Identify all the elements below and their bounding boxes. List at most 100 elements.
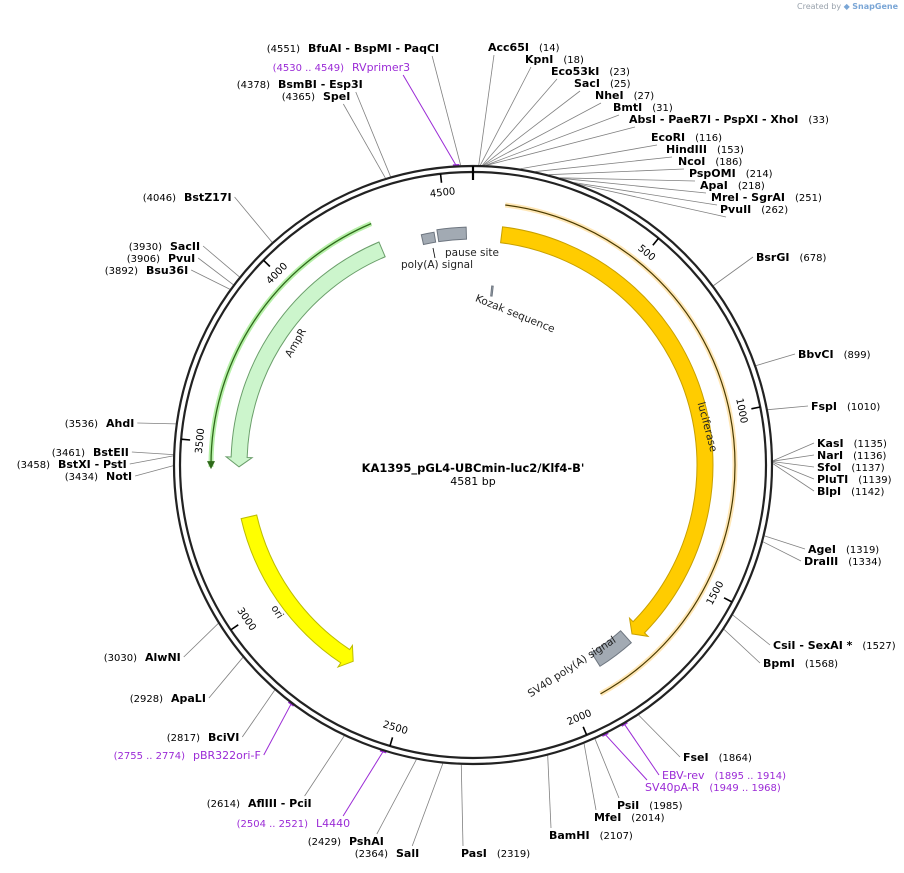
site-name: NotI	[106, 470, 132, 483]
leader-line	[208, 657, 244, 699]
enzyme-csii-sexai[interactable]: CsiI - SexAI *(1527)	[773, 639, 896, 652]
site-name: SV40pA-R	[645, 781, 700, 794]
feature-ampr[interactable]	[224, 241, 386, 468]
enzyme-mfei[interactable]: MfeI(2014)	[594, 811, 665, 824]
enzyme-blpi[interactable]: BlpI(1142)	[817, 485, 884, 498]
enzyme-psii[interactable]: PsiI(1985)	[617, 799, 683, 812]
enzyme-sacii[interactable]: (3930)SacII	[129, 240, 200, 253]
leader-line	[723, 629, 761, 664]
enzyme-agei[interactable]: AgeI(1319)	[808, 543, 879, 556]
site-position: (2755 .. 2774)	[114, 751, 186, 762]
site-position: (899)	[844, 350, 871, 361]
site-position: (2107)	[600, 831, 633, 842]
tick-label-4500: 4500	[429, 186, 456, 200]
primer-pbr322ori-f[interactable]: (2755 .. 2774) pBR322ori-F	[114, 749, 261, 762]
leader-lines	[129, 54, 815, 847]
enzyme-bfuai-bspmi-paqci[interactable]: (4551)BfuAI - BspMI - PaqCI	[267, 42, 439, 55]
site-name: AflIII - PciI	[248, 797, 312, 810]
site-position: (1895 .. 1914)	[715, 771, 787, 782]
enzyme-afliii-pcii[interactable]: (2614)AflIII - PciI	[207, 797, 312, 810]
enzyme-draiii[interactable]: DraIII(1334)	[804, 555, 882, 568]
site-name: AlwNI	[145, 651, 181, 664]
feature-poly-a-signal[interactable]	[420, 231, 437, 246]
site-name: Eco53kI	[551, 65, 599, 78]
enzyme-mrei-sgrai[interactable]: MreI - SgrAI(251)	[711, 191, 822, 204]
enzyme-absi-paer7i-pspxi-xhoi[interactable]: AbsI - PaeR7I - PspXI - XhoI(33)	[629, 113, 829, 126]
site-position: (116)	[695, 133, 722, 144]
enzyme-sfoi[interactable]: SfoI(1137)	[817, 461, 885, 474]
ampr-outline-arrow-icon	[207, 461, 216, 470]
primer-ebv-rev[interactable]: EBV-rev(1895 .. 1914)	[662, 769, 786, 782]
enzyme-bbvci[interactable]: BbvCI(899)	[798, 348, 871, 361]
enzyme-hindiii[interactable]: HindIII(153)	[666, 143, 744, 156]
enzyme-noti[interactable]: (3434)NotI	[65, 470, 132, 483]
leader-line	[520, 144, 658, 170]
enzyme-saci[interactable]: SacI(25)	[574, 77, 631, 90]
enzyme-pluti[interactable]: PluTI(1139)	[817, 473, 892, 486]
enzyme-bcivi[interactable]: (2817)BciVI	[167, 731, 240, 744]
enzyme-ahdi[interactable]: (3536)AhdI	[65, 417, 135, 430]
enzyme-apali[interactable]: (2928)ApaLI	[130, 692, 206, 705]
feature-kozak-sequence[interactable]	[490, 285, 494, 297]
enzyme-sali[interactable]: (2364)SalI	[355, 847, 419, 860]
site-position: (214)	[746, 169, 773, 180]
ampr-cds-outline-core	[210, 222, 372, 468]
site-name: ApaLI	[171, 692, 206, 705]
site-position: (1010)	[847, 402, 880, 413]
site-name: pBR322ori-F	[193, 749, 261, 762]
enzyme-bsrgi[interactable]: BsrGI(678)	[756, 251, 826, 264]
primer-l4440[interactable]: (2504 .. 2521)L4440	[237, 817, 351, 830]
feature-luciferase[interactable]	[500, 226, 714, 638]
enzyme-acc65i[interactable]: Acc65I(14)	[488, 41, 560, 54]
site-position: (1319)	[846, 545, 879, 556]
enzyme-nhei[interactable]: NheI(27)	[595, 89, 654, 102]
enzyme-spei[interactable]: (4365)SpeI	[282, 90, 351, 103]
site-position: (251)	[795, 193, 822, 204]
leader-line	[483, 102, 602, 166]
tick-label-3000: 3000	[234, 606, 257, 633]
leader-line	[772, 442, 815, 462]
primer-rvprimer3[interactable]: (4530 .. 4549)RVprimer3	[273, 61, 411, 74]
enzyme-eco53ki[interactable]: Eco53kI(23)	[551, 65, 630, 78]
enzyme-bpmi[interactable]: BpmI(1568)	[763, 657, 838, 670]
leader-line	[732, 614, 771, 646]
leader-line	[402, 74, 457, 166]
primer-sv40pa-r[interactable]: SV40pA-R(1949 .. 1968)	[645, 781, 781, 794]
feature-ori[interactable]	[240, 514, 354, 669]
enzyme-pspomi[interactable]: PspOMI(214)	[689, 167, 773, 180]
enzyme-bstxi-psti[interactable]: (3458)BstXI - PstI	[17, 458, 127, 471]
site-position: (25)	[610, 79, 631, 90]
enzyme-pasi[interactable]: PasI(2319)	[461, 847, 530, 860]
site-position: (3030)	[104, 653, 137, 664]
feature-pause-site[interactable]	[436, 226, 468, 243]
site-position: (1568)	[805, 659, 838, 670]
enzyme-fsei[interactable]: FseI(1864)	[683, 751, 752, 764]
leader-line	[561, 177, 707, 194]
enzyme-ncoi[interactable]: NcoI(186)	[678, 155, 742, 168]
enzyme-pvuii[interactable]: PvuII(262)	[720, 203, 788, 216]
site-position: (2817)	[167, 733, 200, 744]
enzyme-kasi[interactable]: KasI(1135)	[817, 437, 887, 450]
site-name: PvuII	[720, 203, 751, 216]
enzyme-apai[interactable]: ApaI(218)	[700, 179, 765, 192]
site-position: (1985)	[649, 801, 682, 812]
enzyme-ecori[interactable]: EcoRI(116)	[651, 131, 722, 144]
site-position: (2504 .. 2521)	[237, 819, 309, 830]
site-position: (1334)	[848, 557, 881, 568]
feature-sv40-poly-a-signal[interactable]	[590, 630, 632, 667]
enzyme-bsmbi-esp3i[interactable]: (4378)BsmBI - Esp3I	[237, 78, 363, 91]
enzyme-alwni[interactable]: (3030) AlwNI	[104, 651, 181, 664]
enzyme-bamhi[interactable]: BamHI(2107)	[549, 829, 633, 842]
enzyme-bsteii[interactable]: (3461)BstEII	[52, 446, 129, 459]
enzyme-nari[interactable]: NarI(1136)	[817, 449, 887, 462]
enzyme-pvui[interactable]: (3906)PvuI	[127, 252, 195, 265]
site-name: MfeI	[594, 811, 621, 824]
enzyme-bmti[interactable]: BmtI(31)	[613, 101, 673, 114]
enzyme-pshai[interactable]: (2429)PshAI	[308, 835, 384, 848]
enzyme-bsu36i[interactable]: (3892)Bsu36I	[105, 264, 188, 277]
enzyme-fspi[interactable]: FspI(1010)	[811, 400, 880, 413]
enzyme-kpni[interactable]: KpnI(18)	[525, 53, 584, 66]
enzyme-bstz17i[interactable]: (4046)BstZ17I	[143, 191, 232, 204]
leader-line	[772, 461, 815, 468]
